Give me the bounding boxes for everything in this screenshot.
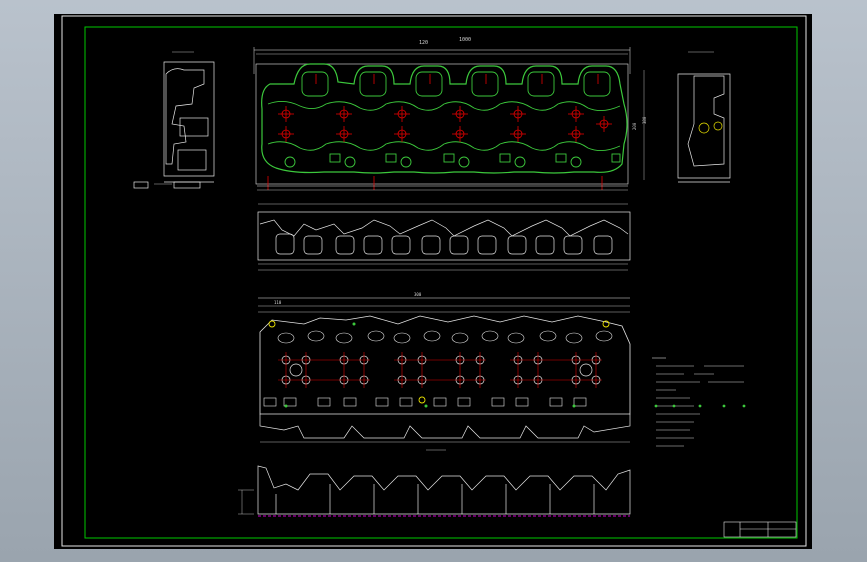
cad-viewport[interactable]: 120 1000 <box>54 14 812 549</box>
plan-view: 110 300 <box>258 292 631 443</box>
dim-label-right-a: 200 <box>632 122 637 130</box>
left-side-view <box>133 51 215 189</box>
section-view-a <box>257 203 631 271</box>
inner-frame <box>84 26 798 539</box>
dim-label-top-b: 1000 <box>459 37 471 43</box>
dim-label-plan-b: 300 <box>414 292 422 297</box>
technical-notes <box>652 357 744 447</box>
top-view: 120 1000 <box>253 37 647 191</box>
title-block <box>723 521 797 538</box>
section-view-b <box>238 449 631 515</box>
dim-label-top-a: 120 <box>419 40 428 46</box>
note-markers <box>654 404 746 408</box>
outer-frame <box>61 15 807 547</box>
cad-drawing: 120 1000 <box>61 15 807 547</box>
right-side-view <box>677 51 731 183</box>
dim-label-right-b: 380 <box>642 116 647 124</box>
dim-label-plan-a: 110 <box>274 300 282 305</box>
